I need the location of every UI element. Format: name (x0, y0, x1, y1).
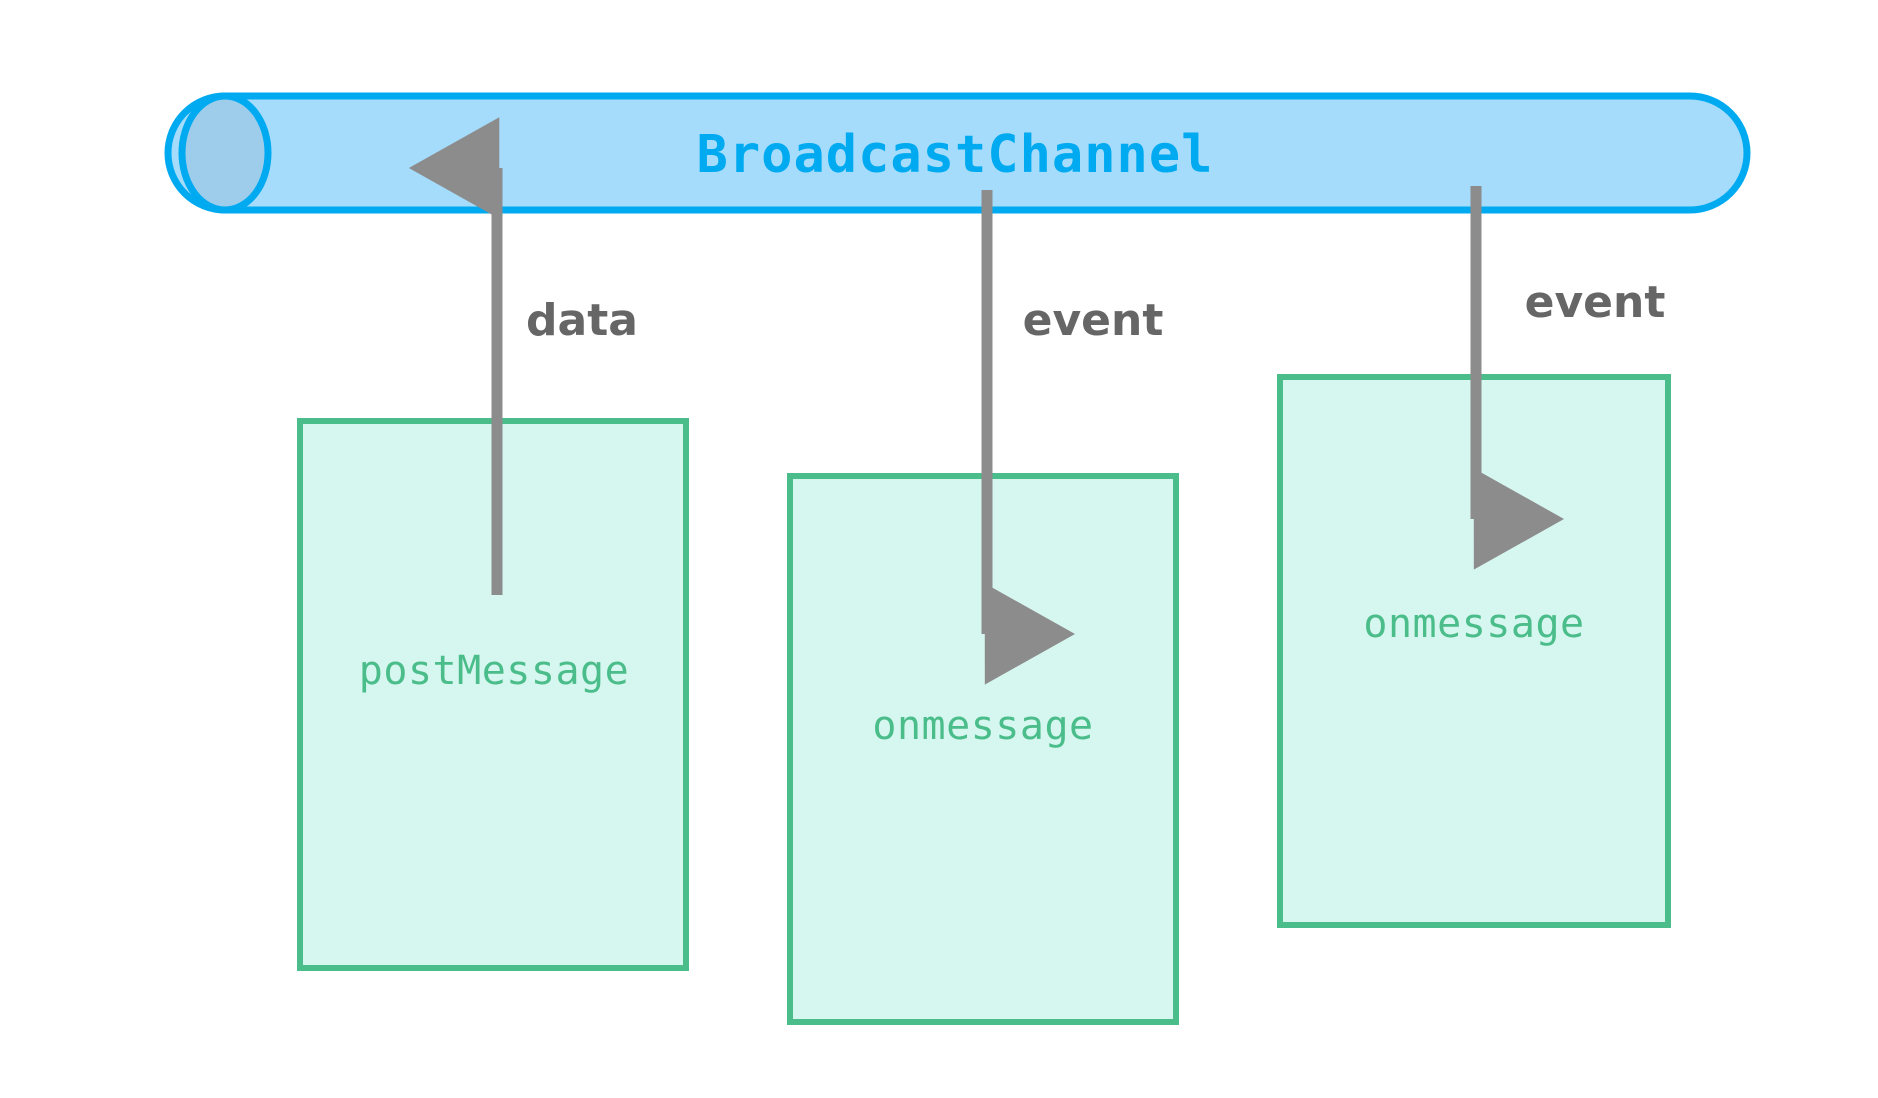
edge-event-1-label: event (1023, 295, 1164, 346)
node-onmessage-2-label: onmessage (1363, 601, 1584, 647)
channel-body (164, 92, 1751, 214)
channel-title: BroadcastChannel (697, 125, 1214, 185)
edge-data-label: data (526, 295, 638, 346)
node-postmessage-label: postMessage (359, 648, 629, 694)
channel-end-cap (178, 92, 272, 214)
node-onmessage-1-label: onmessage (872, 703, 1093, 749)
broadcast-channel-cylinder[interactable] (164, 92, 1751, 214)
edge-event-2-label: event (1525, 277, 1666, 328)
